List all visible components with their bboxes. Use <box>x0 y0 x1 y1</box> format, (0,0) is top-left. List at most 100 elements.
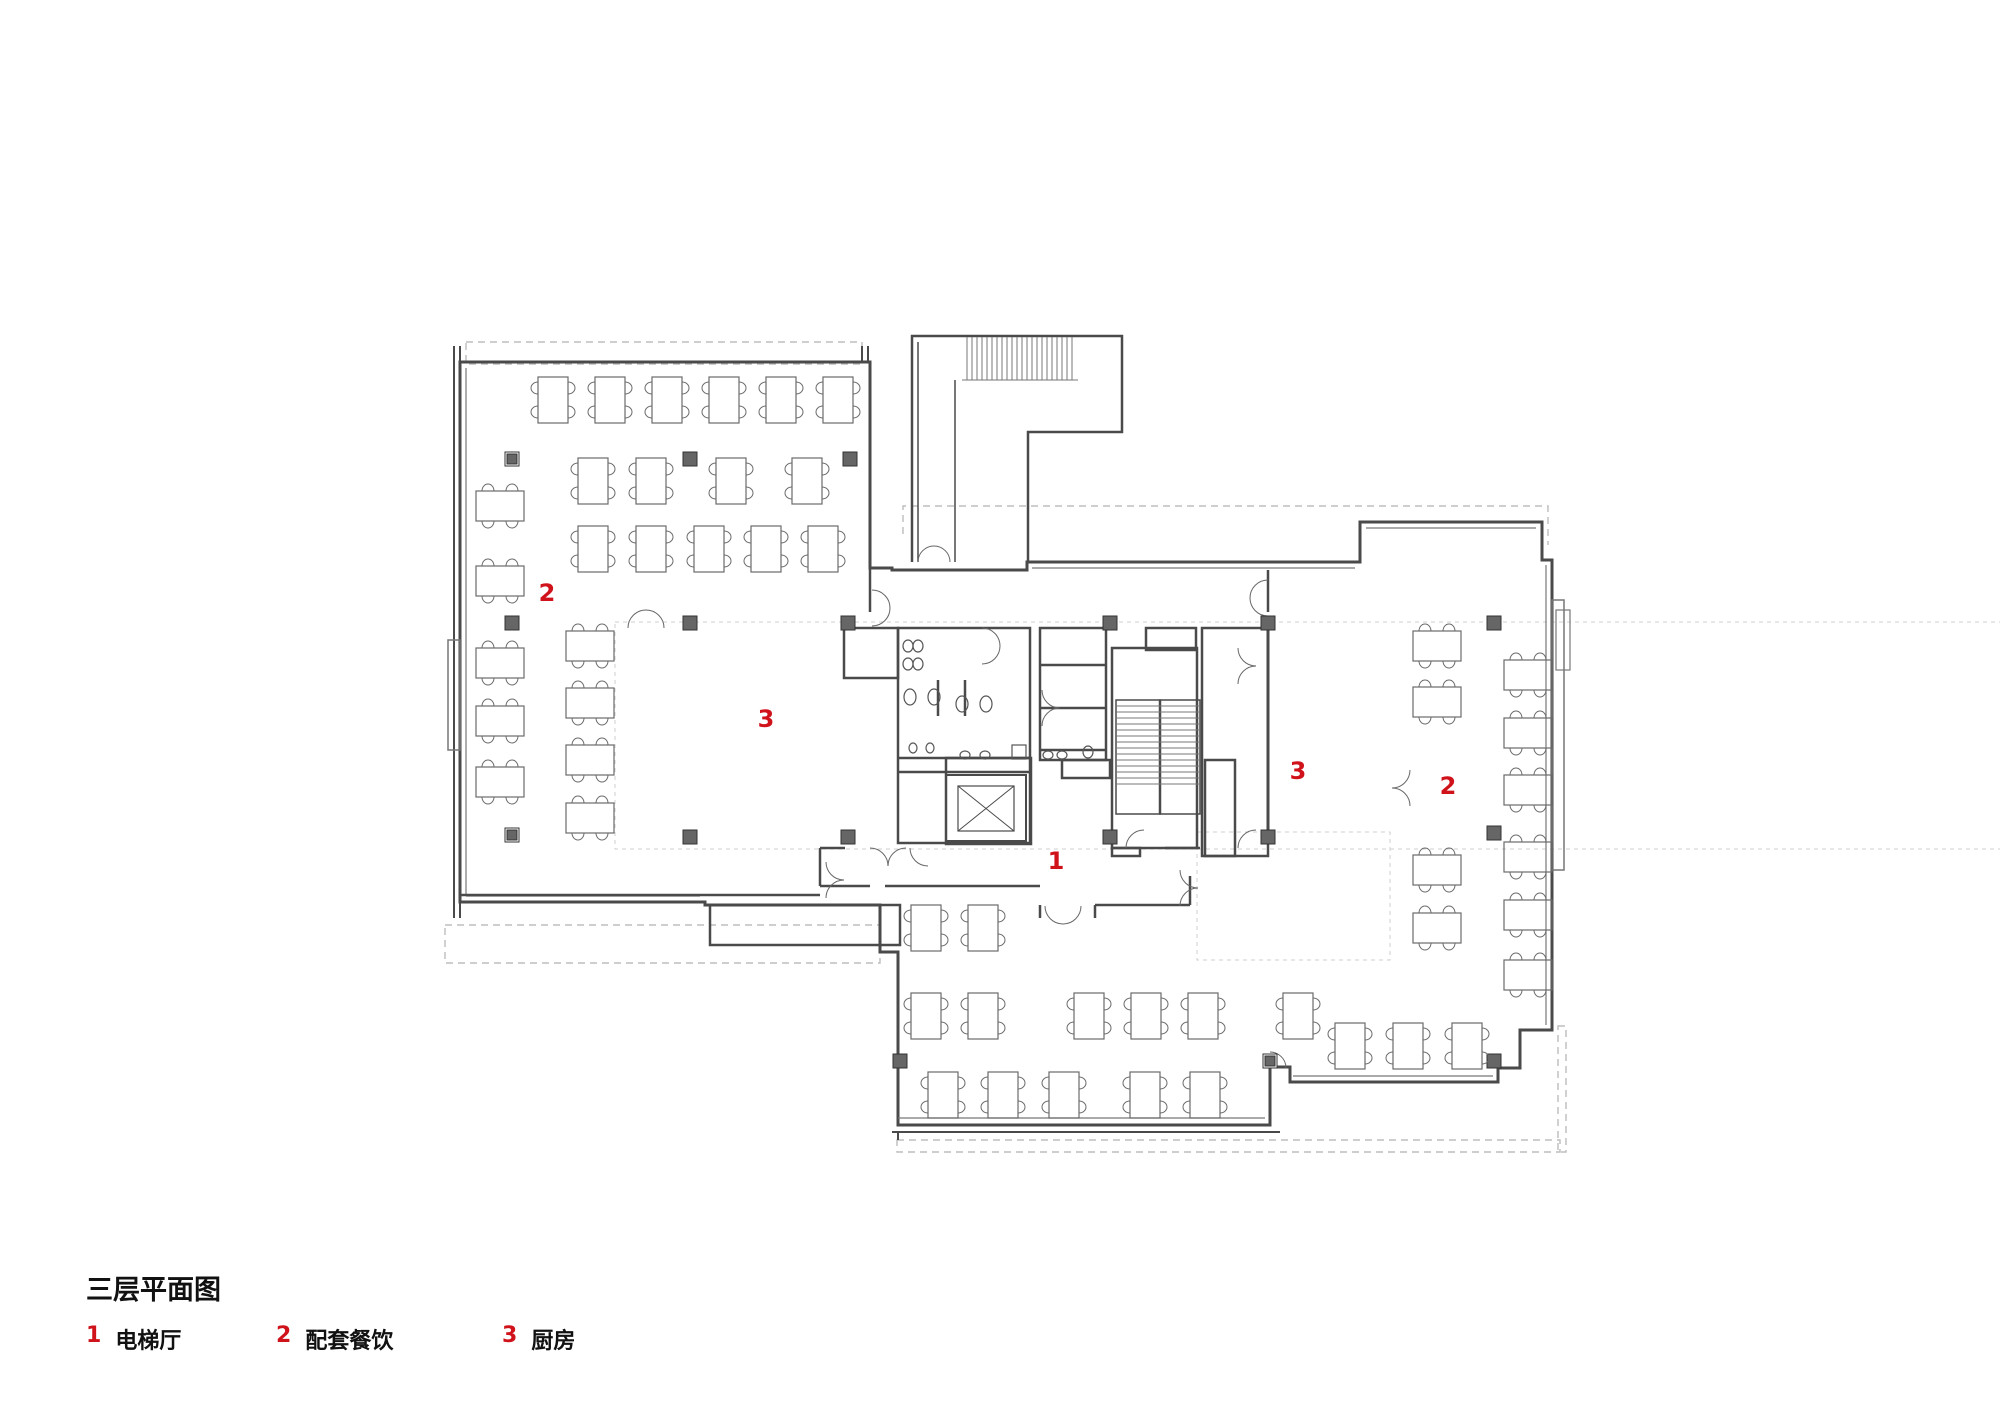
chair <box>1180 1021 1189 1035</box>
chair <box>1509 710 1523 719</box>
chair <box>644 405 653 419</box>
chair <box>1422 1027 1431 1041</box>
chair <box>1123 997 1132 1011</box>
table <box>715 457 747 505</box>
chair <box>587 405 596 419</box>
chair <box>607 554 616 568</box>
chair <box>960 933 969 947</box>
partition-walls <box>460 568 1270 947</box>
chair <box>686 554 695 568</box>
chair <box>628 486 637 500</box>
table <box>1048 1071 1080 1119</box>
chair <box>745 462 754 476</box>
chair <box>481 483 495 492</box>
chair <box>1159 1076 1168 1090</box>
table <box>791 457 823 505</box>
chair <box>624 381 633 395</box>
table <box>475 647 525 679</box>
chair <box>1533 804 1547 813</box>
legend-label: 配套餐饮 <box>305 1329 394 1354</box>
chair <box>595 737 609 746</box>
chair <box>607 486 616 500</box>
chair <box>1481 1027 1490 1041</box>
chair <box>1275 997 1284 1011</box>
chair <box>567 405 576 419</box>
restroom-fixtures <box>902 639 1094 760</box>
table <box>1412 686 1462 718</box>
chair <box>1217 997 1226 1011</box>
chair <box>1041 1076 1050 1090</box>
chair <box>815 405 824 419</box>
chair <box>570 462 579 476</box>
table <box>1451 1022 1483 1070</box>
chair <box>1442 942 1456 951</box>
room-label-kitchen-west: 3 <box>758 705 775 733</box>
chair <box>997 1021 1006 1035</box>
chair <box>1422 1051 1431 1065</box>
chair <box>481 595 495 604</box>
chair <box>1122 1076 1131 1090</box>
table <box>807 525 839 573</box>
chair <box>903 997 912 1011</box>
chair <box>624 405 633 419</box>
elevator-shaft <box>945 774 1027 842</box>
chair <box>1418 942 1432 951</box>
chair <box>1533 710 1547 719</box>
chair <box>1017 1100 1026 1114</box>
table <box>1503 959 1553 991</box>
chair <box>940 1021 949 1035</box>
chair <box>821 486 830 500</box>
chair <box>940 909 949 923</box>
chair <box>1327 1027 1336 1041</box>
table <box>1503 841 1553 873</box>
chair <box>758 405 767 419</box>
chair <box>997 933 1006 947</box>
chair <box>570 554 579 568</box>
chair <box>1509 767 1523 776</box>
table <box>1503 774 1553 806</box>
chair <box>607 462 616 476</box>
table <box>577 525 609 573</box>
chair <box>1078 1100 1087 1114</box>
legend-label: 电梯厅 <box>115 1329 182 1354</box>
chair <box>1509 952 1523 961</box>
chair <box>738 381 747 395</box>
chair <box>571 717 585 726</box>
chair <box>1103 1021 1112 1035</box>
chair <box>1364 1027 1373 1041</box>
chair <box>1444 1027 1453 1041</box>
chair <box>1385 1027 1394 1041</box>
chair <box>628 554 637 568</box>
chair <box>903 909 912 923</box>
chair <box>628 462 637 476</box>
chair <box>681 405 690 419</box>
chair <box>1533 989 1547 998</box>
chair <box>481 520 495 529</box>
chair <box>980 1100 989 1114</box>
chair <box>505 595 519 604</box>
chair <box>743 554 752 568</box>
chair <box>1159 1100 1168 1114</box>
structural-columns <box>504 451 1502 1069</box>
legend-item-kitchen: 3 厨房 <box>502 1323 575 1355</box>
chair <box>1312 1021 1321 1035</box>
chair <box>1442 660 1456 669</box>
chair <box>587 381 596 395</box>
chair <box>595 795 609 804</box>
chair <box>738 405 747 419</box>
chair <box>567 381 576 395</box>
chair <box>1180 997 1189 1011</box>
chair <box>1509 929 1523 938</box>
chair <box>1418 623 1432 632</box>
chair <box>665 486 674 500</box>
chair <box>1122 1100 1131 1114</box>
door-swings <box>627 545 1411 1069</box>
chair <box>595 660 609 669</box>
chair <box>1533 747 1547 756</box>
table <box>635 525 667 573</box>
chair <box>481 558 495 567</box>
chair <box>571 795 585 804</box>
chair <box>481 735 495 744</box>
chair <box>1509 652 1523 661</box>
